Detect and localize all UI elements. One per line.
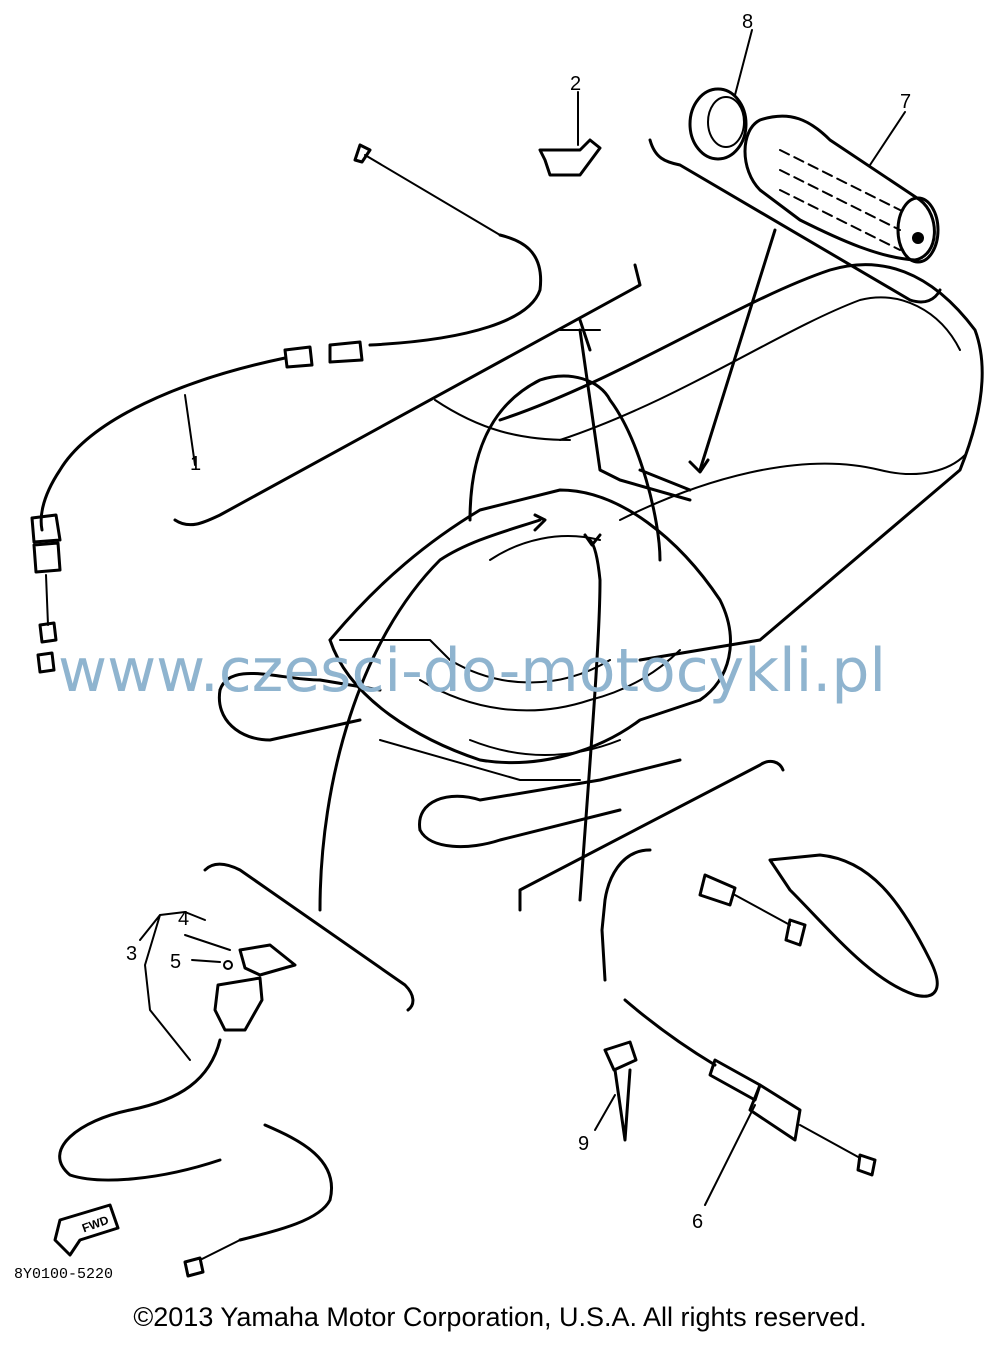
grip-panel [648, 87, 942, 474]
callout-8: 8 [742, 11, 753, 33]
callout-4: 4 [178, 908, 189, 930]
leader-line-4 [184, 934, 231, 951]
callout-7: 7 [900, 91, 911, 113]
clip-part [538, 138, 602, 177]
callout-1: 1 [190, 453, 201, 475]
snowmobile-body [217, 263, 984, 849]
callout-3: 3 [126, 943, 137, 965]
copyright-notice: ©2013 Yamaha Motor Corporation, U.S.A. A… [133, 1302, 867, 1332]
watermark-text: www.czesci-do-motocykli.pl [58, 636, 887, 706]
callout-5: 5 [170, 951, 181, 973]
brake-cable-panel [518, 533, 939, 1206]
leader-line-5 [191, 959, 221, 963]
throttle-cable-panel [30, 143, 642, 674]
callout-2: 2 [570, 73, 581, 95]
callout-6: 6 [692, 1211, 703, 1233]
leader-line-7 [869, 111, 906, 166]
choke-cable-panel [53, 513, 547, 1278]
leader-line-8 [734, 29, 753, 96]
part-code: 8Y0100-5220 [14, 1266, 114, 1283]
callout-9: 9 [578, 1133, 589, 1155]
